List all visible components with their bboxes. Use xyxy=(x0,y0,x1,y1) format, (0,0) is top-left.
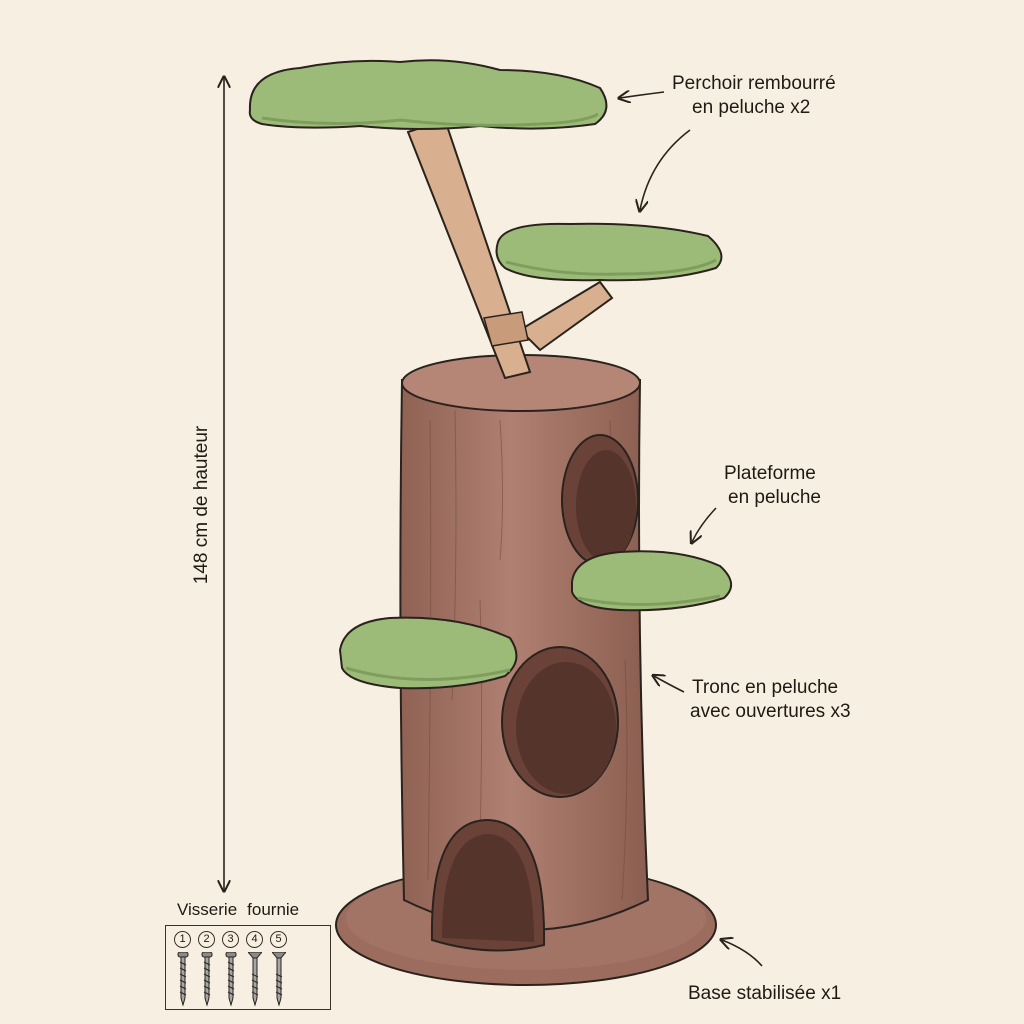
trunk-callout-line1: Tronc en peluche xyxy=(692,677,839,698)
perch-arrow-1 xyxy=(620,92,665,98)
height-label: 148 cm de hauteur xyxy=(191,425,212,585)
perch-callout-line1: Perchoir rembourré xyxy=(672,73,836,94)
platform-callout-line1: Plateforme xyxy=(724,463,816,484)
platform-arrow xyxy=(692,507,717,542)
screw-2-icon xyxy=(201,952,213,1006)
middle-perch-cushion xyxy=(495,222,723,282)
base-arrow xyxy=(722,940,763,967)
hardware-number-4: 4 xyxy=(246,931,263,948)
hardware-title-word1: Visserie xyxy=(177,900,238,919)
trunk-callout: Tronc en peluche avec ouvertures x3 xyxy=(690,676,851,724)
perch-callout: Perchoir rembourré en peluche x2 xyxy=(672,72,836,120)
right-platform-cushion xyxy=(571,550,732,612)
hardware-number-3: 3 xyxy=(222,931,239,948)
platform-callout: Plateforme en peluche xyxy=(724,462,821,510)
branch-side xyxy=(518,280,614,352)
top-perch-cushion xyxy=(248,59,608,130)
platform-callout-line2: en peluche xyxy=(728,487,821,508)
screw-5-icon xyxy=(272,952,286,1006)
screw-3-icon xyxy=(225,952,237,1006)
base-callout-line1: Base stabilisée x1 xyxy=(688,983,842,1004)
hardware-number-5: 5 xyxy=(270,931,287,948)
hardware-title: Visserie fournie xyxy=(177,900,299,920)
perch-callout-line2: en peluche x2 xyxy=(692,97,811,118)
screw-4-icon xyxy=(248,952,262,1006)
base-callout: Base stabilisée x1 xyxy=(688,982,841,1006)
screw-1-icon xyxy=(177,952,189,1006)
trunk-callout-line2: avec ouvertures x3 xyxy=(690,701,851,722)
trunk-arrow xyxy=(654,676,685,693)
hardware-number-1: 1 xyxy=(174,931,191,948)
hardware-box: 1 2 3 4 5 xyxy=(165,925,331,1010)
perch-arrow-2 xyxy=(640,129,691,210)
hardware-number-2: 2 xyxy=(198,931,215,948)
hardware-title-word2: fournie xyxy=(247,900,300,919)
left-platform-cushion xyxy=(338,616,518,690)
